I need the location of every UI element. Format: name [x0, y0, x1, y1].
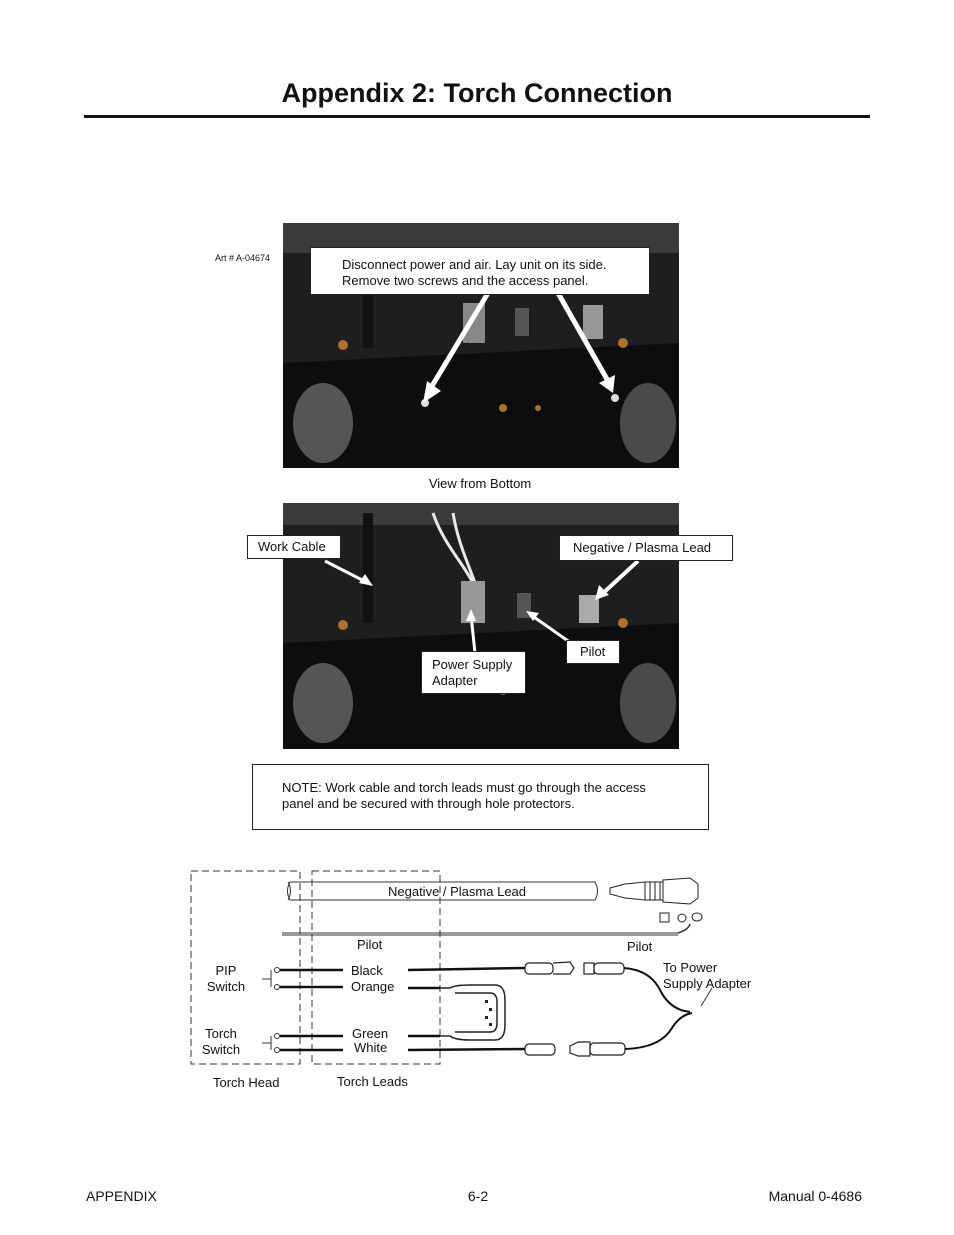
work-cable-label: Work Cable: [247, 535, 341, 559]
upper-connectors: [524, 961, 625, 975]
torch-leads-label: Torch Leads: [337, 1074, 408, 1089]
power-supply-adapter-line2: Adapter: [432, 673, 478, 688]
negative-lead-connector: [609, 877, 699, 905]
switch-wires: [280, 968, 343, 1052]
pilot-label: Pilot: [566, 640, 620, 664]
pip-switch-symbol: [262, 967, 280, 990]
torch-head-box: [190, 870, 301, 1065]
pip-switch-line1: PIP: [215, 963, 237, 978]
power-supply-adapter-line1: Power Supply: [432, 657, 513, 672]
diagram-negative-lead: Negative / Plasma Lead: [387, 884, 527, 899]
footer-manual-number: Manual 0-4686: [768, 1188, 862, 1204]
wiring-diagram: [190, 870, 713, 1065]
page-title: Appendix 2: Torch Connection: [281, 78, 673, 108]
black-wire-label: Black: [351, 963, 383, 978]
torch-leads-box: [311, 870, 441, 1065]
adapter-pointer: [700, 987, 713, 1007]
power-supply-adapter-label: Power Supply Adapter: [421, 651, 526, 694]
disconnect-callout: Disconnect power and air. Lay unit on it…: [310, 247, 650, 295]
jumper-loop: [440, 984, 506, 1041]
small-fittings: [659, 912, 703, 923]
torch-switch-line1: Torch: [205, 1026, 237, 1041]
note-line2: panel and be secured with through hole p…: [282, 796, 575, 811]
lower-connectors: [524, 1041, 626, 1057]
note-box: NOTE: Work cable and torch leads must go…: [252, 764, 709, 830]
lower-adapter-wire: [624, 1012, 693, 1050]
torch-head-label: Torch Head: [213, 1075, 280, 1090]
title-rule: [84, 115, 870, 118]
footer-page-number: 6-2: [467, 1188, 489, 1204]
torch-switch-symbol: [262, 1033, 280, 1053]
diagram-pilot-left: Pilot: [357, 937, 383, 952]
lead-wires: [407, 966, 526, 1052]
negative-lead-label: Negative / Plasma Lead: [559, 535, 733, 561]
pip-switch-label: PIP Switch: [196, 963, 256, 995]
torch-switch-label: Torch Switch: [191, 1026, 251, 1058]
pip-switch-line2: Switch: [206, 979, 246, 994]
torch-switch-line2: Switch: [201, 1042, 241, 1057]
negative-lead-tube: [287, 881, 598, 901]
orange-wire-label: Orange: [351, 979, 395, 994]
to-power-line2: Supply Adapter: [663, 976, 752, 991]
photo1-caption: View from Bottom: [428, 476, 532, 491]
disconnect-callout-line2: Remove two screws and the access panel.: [342, 273, 589, 288]
jumper-markings: [485, 1000, 492, 1026]
to-power-supply-label: To Power Supply Adapter: [663, 960, 751, 992]
upper-adapter-wire: [623, 967, 691, 1013]
note-line1: NOTE: Work cable and torch leads must go…: [282, 780, 646, 795]
diagram-pilot-right: Pilot: [627, 939, 653, 954]
disconnect-callout-line1: Disconnect power and air. Lay unit on it…: [342, 257, 607, 272]
footer-section: APPENDIX: [86, 1188, 157, 1204]
art-number: Art # A-04674: [215, 253, 271, 263]
white-wire-label: White: [354, 1040, 388, 1055]
green-wire-label: Green: [352, 1026, 389, 1041]
to-power-line1: To Power: [663, 960, 718, 975]
